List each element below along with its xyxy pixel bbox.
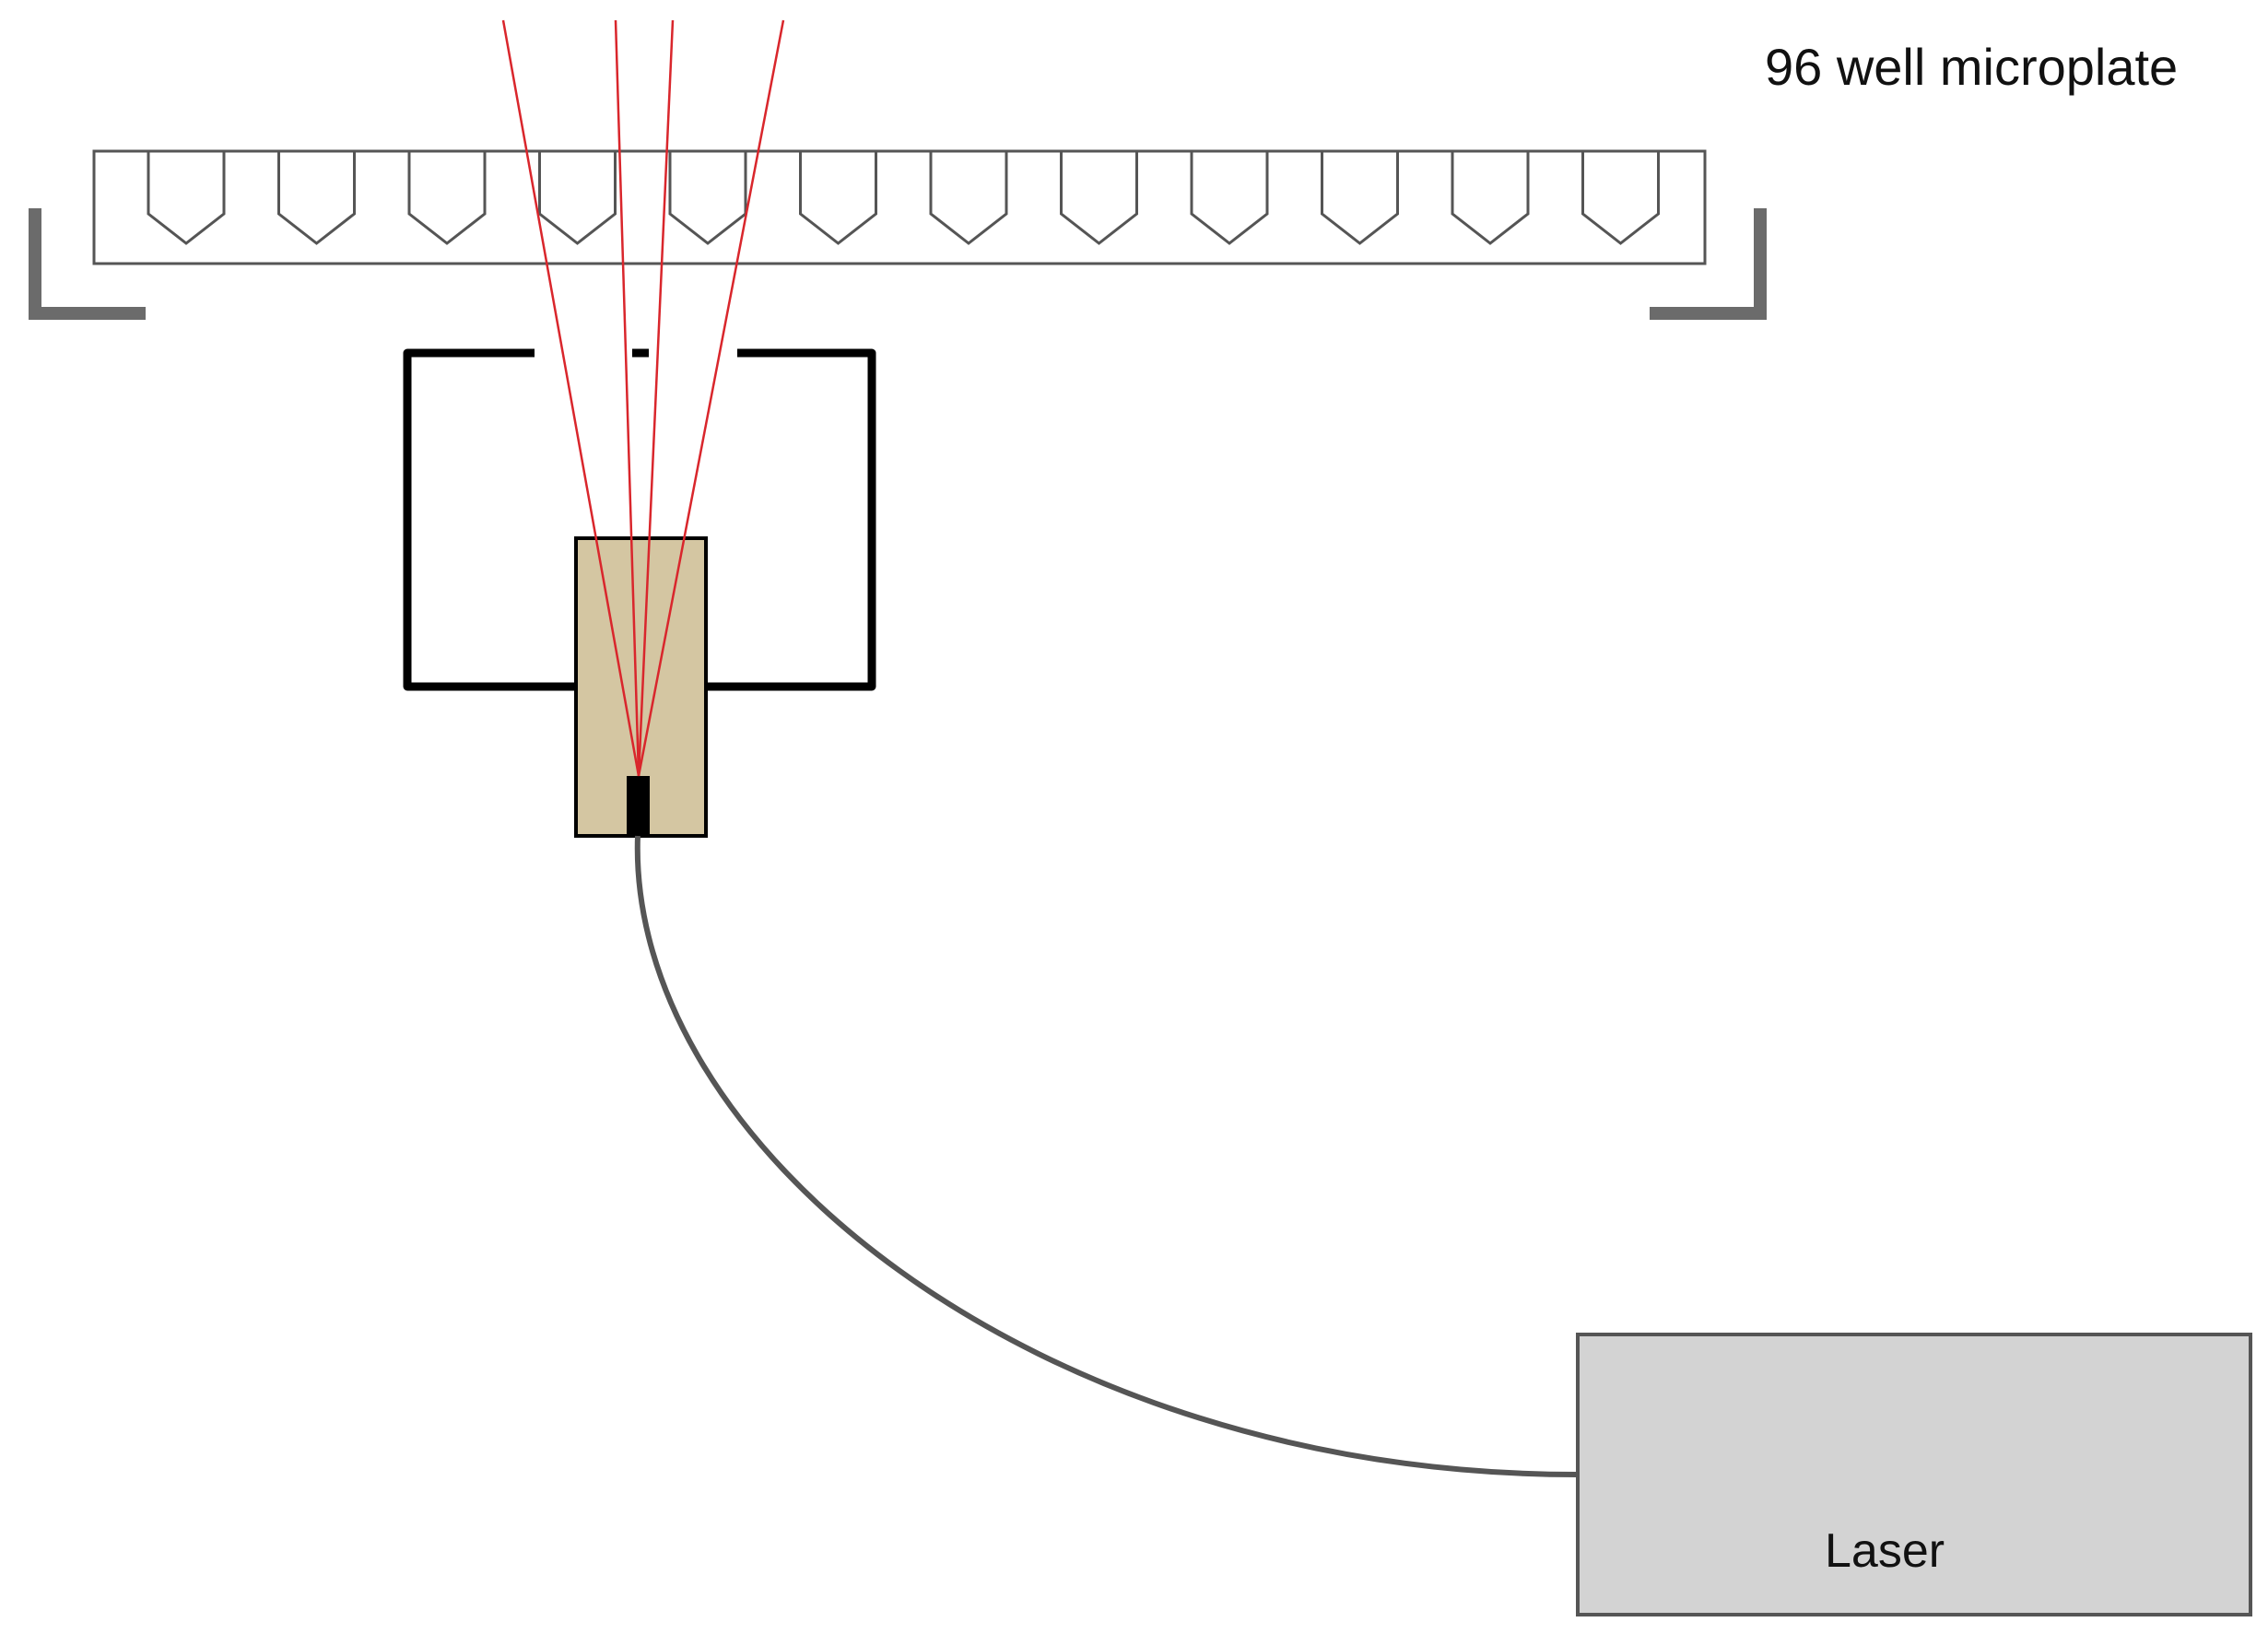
well-4 [538,151,617,245]
light-beam-4 [637,19,785,777]
laser-unit [1576,1333,2252,1616]
well-12 [1581,151,1660,245]
well-9 [1190,151,1269,245]
well-2 [277,151,356,245]
light-beam-1 [501,19,640,777]
well-8 [1060,151,1138,245]
light-beam-2 [614,19,640,777]
light-beam-3 [637,19,675,777]
laser-label: Laser [1825,1524,1945,1578]
well-7 [929,151,1008,245]
well-1 [147,151,226,245]
well-10 [1321,151,1399,245]
well-3 [407,151,487,245]
plate-holder-left-bracket [29,208,146,320]
plate-holder-right-bracket [1650,208,1767,320]
well-11 [1451,151,1530,245]
optical-fiber-cable [634,835,1579,1477]
probe-fiber-tip [627,776,650,836]
well-6 [799,151,877,245]
microplate-wells [147,151,1660,245]
microplate [92,149,1707,265]
light-beams [501,19,785,777]
microplate-label: 96 well microplate [1765,38,2178,96]
well-5 [668,151,747,245]
